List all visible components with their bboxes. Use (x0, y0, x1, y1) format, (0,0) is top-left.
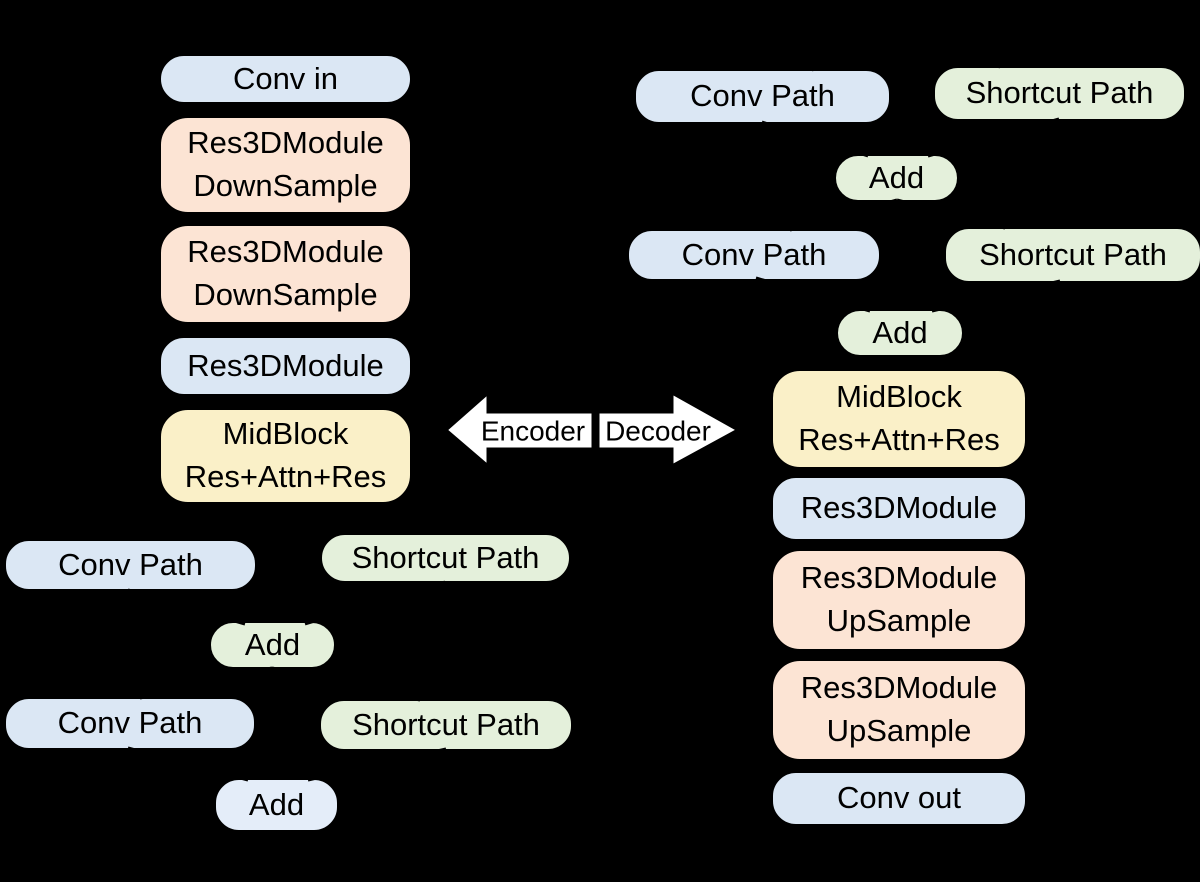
box-label: UpSample (826, 603, 972, 638)
box-label: Res3DModule (800, 670, 998, 706)
box-label: Add (248, 786, 305, 822)
right-shortcut-path-1: Shortcut Path (932, 65, 1187, 122)
connector-l-shortcut2-to-add2 (307, 747, 447, 782)
connector-l-add1-to-shortcut2 (271, 666, 421, 702)
right-conv-path-1: Conv Path (633, 68, 892, 125)
box-label: UpSample (826, 713, 972, 748)
box-label: Shortcut Path (352, 706, 540, 742)
box-label: Conv out (836, 780, 962, 816)
connector-r-shortcut2-to-add2 (931, 279, 1061, 313)
box-label: Conv Path (58, 546, 203, 582)
box-label: Res3DModule (187, 347, 384, 383)
box-label: Res3DModule (800, 490, 998, 526)
encoder-arrow-icon (443, 389, 595, 470)
conv-out: Conv out (770, 770, 1028, 827)
left-add-2: Add (213, 777, 340, 833)
box-label: MidBlock (836, 379, 962, 415)
box-label: MidBlock (222, 416, 349, 452)
box-label: Shortcut Path (351, 539, 540, 575)
decoder-arrow-label: Decoder (605, 416, 711, 447)
conv-in: Conv in (158, 53, 413, 105)
right-add-1: Add (833, 153, 960, 203)
connector-r-convpath2-to-add2 (755, 276, 871, 313)
box-label: Conv Path (690, 78, 835, 114)
box-label: Conv Path (681, 236, 827, 272)
connector-l-shortcut1-to-add1 (304, 580, 446, 626)
connector-r-convpath1-to-add1 (761, 120, 869, 158)
connector-l-convpath2-to-add2 (127, 746, 249, 782)
box-label: Res+Attn+Res (798, 422, 1000, 457)
right-add-2: Add (835, 308, 965, 358)
connector-r-add1-to-convpath2 (789, 198, 898, 232)
box-label: Res+Attn+Res (184, 459, 387, 494)
left-conv-path-2: Conv Path (3, 696, 257, 751)
box-label: Shortcut Path (979, 236, 1167, 272)
left-shortcut-path-2: Shortcut Path (318, 698, 574, 752)
decoder-arrow-icon (596, 390, 742, 469)
left-shortcut-path-1: Shortcut Path (319, 532, 572, 584)
box-label: Add (244, 626, 301, 662)
box-label: Add (872, 314, 928, 350)
box-label: Shortcut Path (965, 75, 1154, 111)
right-conv-path-2: Conv Path (626, 228, 882, 282)
left-conv-path-1: Conv Path (3, 538, 258, 592)
connector-r-input-to-shortcut1 (904, 30, 1001, 69)
box-label: Res3DModule (187, 234, 384, 270)
connector-r-add1-to-shortcut2 (896, 198, 1006, 230)
connector-r-input-to-convpath1 (811, 30, 906, 72)
connector-l-convpath1-to-add1 (127, 588, 246, 626)
encoder-arrow-label: Encoder (481, 416, 585, 447)
box-label: DownSample (193, 168, 378, 203)
connector-r-shortcut1-to-add1 (927, 117, 1060, 158)
box-label: Add (868, 159, 925, 195)
box-label: DownSample (193, 277, 378, 312)
connector-l-add1-to-convpath2 (139, 666, 273, 700)
dec-res3d-module: Res3DModule (770, 475, 1028, 542)
box-label: Conv Path (57, 705, 203, 741)
enc-res3d-module: Res3DModule (158, 335, 413, 397)
box-label: Res3DModule (800, 560, 998, 596)
box-label: Res3DModule (187, 125, 384, 161)
left-add-1: Add (208, 620, 337, 670)
box-label: Conv in (232, 60, 339, 96)
right-shortcut-path-2: Shortcut Path (943, 226, 1200, 284)
